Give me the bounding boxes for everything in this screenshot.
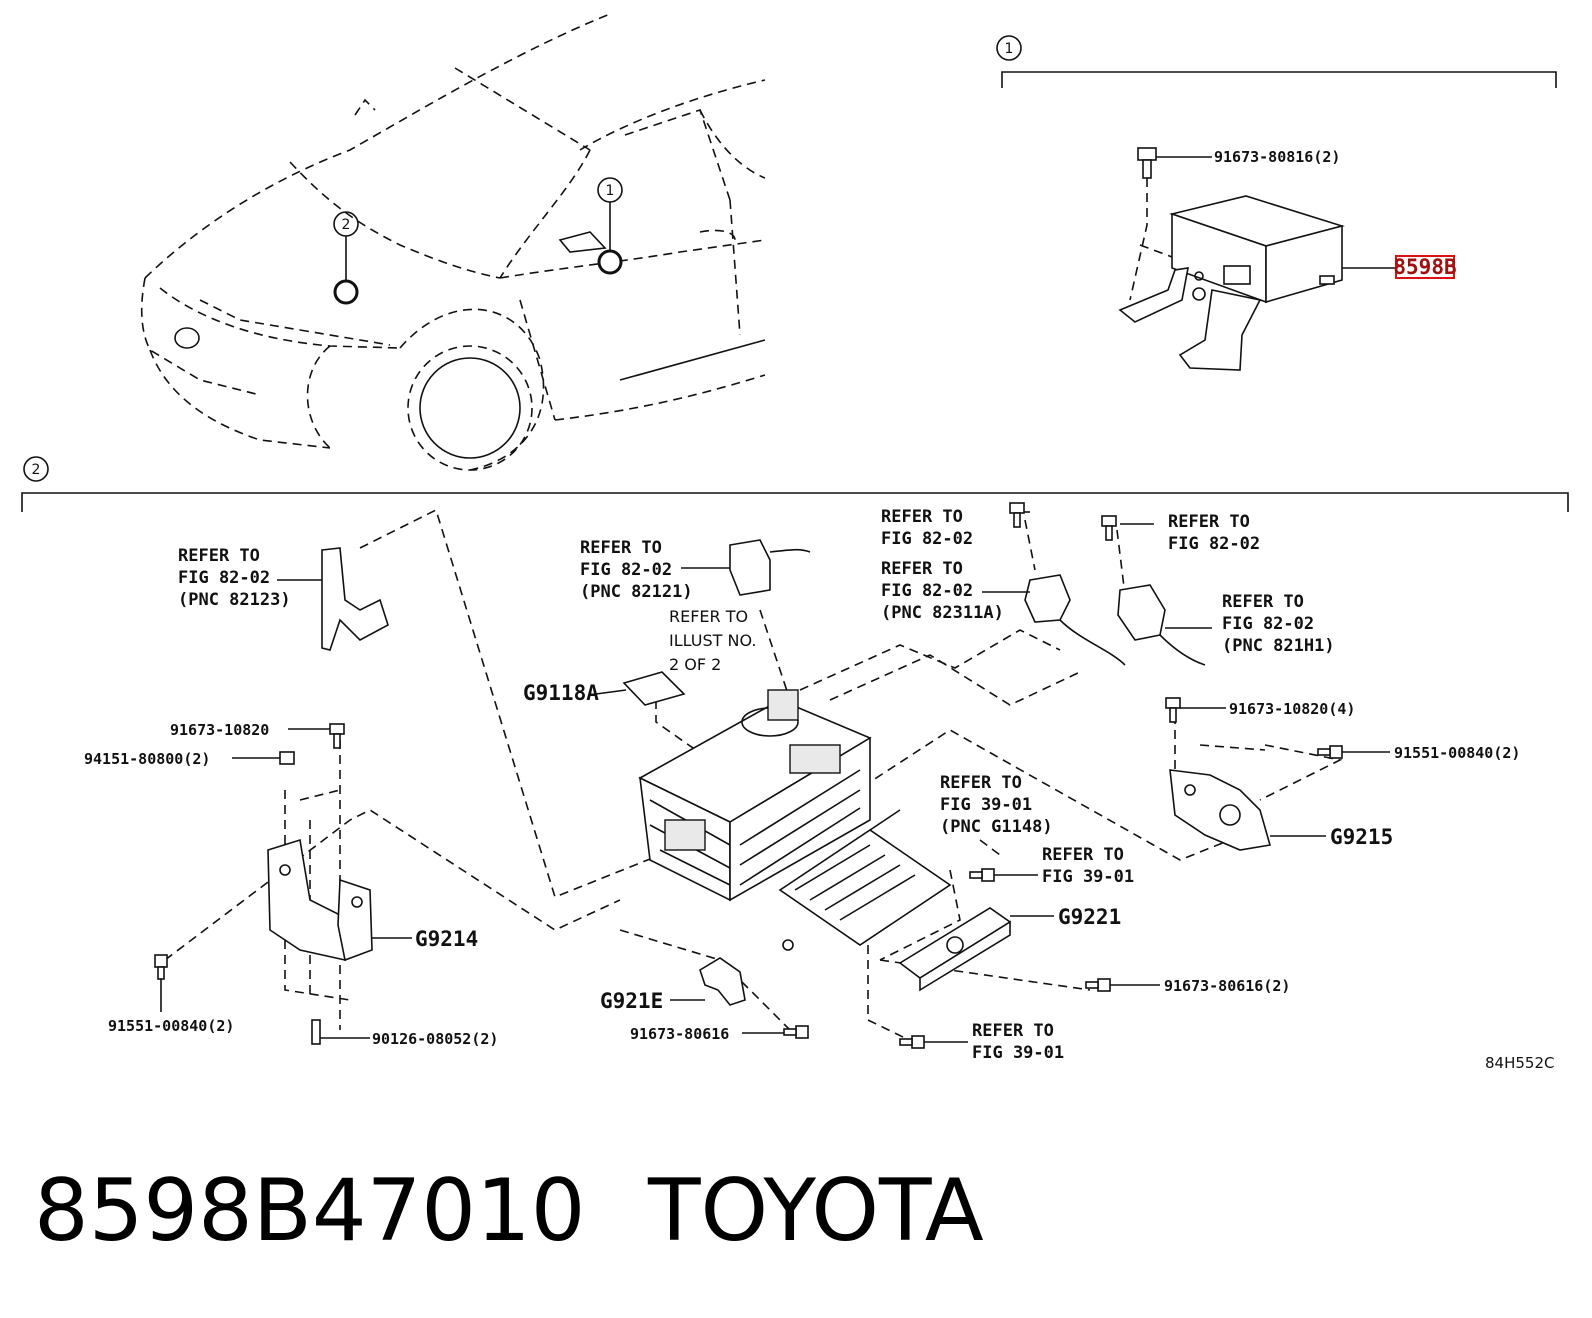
part-labels: REFER TO FIG 82-02 (PNC 82123) REFER TO … <box>84 507 1554 1072</box>
refer-82311a-line3: (PNC 82311A) <box>881 603 1004 623</box>
callout-2-car: 2 <box>333 211 359 305</box>
refer-39-b-line1: REFER TO <box>972 1021 1054 1041</box>
bolt-icon <box>329 723 345 749</box>
label-91673-10820-4[interactable]: 91673-10820(4) <box>1229 700 1355 718</box>
bolt-icon <box>1009 502 1025 528</box>
section-2-bracket: 2 <box>21 456 1569 512</box>
label-91673-80616-2[interactable]: 91673-80616(2) <box>1164 977 1290 995</box>
vehicle-illustration <box>140 13 766 471</box>
nut-icon <box>279 751 295 765</box>
mounting-plate <box>778 829 952 951</box>
refer-82311a-line2: FIG 82-02 <box>881 581 973 601</box>
refer-39-a-line2: FIG 39-01 <box>1042 867 1134 887</box>
callout-1-car: 1 <box>597 177 623 275</box>
bolt-icon <box>1317 745 1343 759</box>
module-bracket <box>1118 267 1262 371</box>
cover-g9221 <box>898 907 1012 992</box>
label-g9221[interactable]: G9221 <box>1058 905 1121 929</box>
refer-821h1-line1: REFER TO <box>1222 592 1304 612</box>
refer-g1148-line1: REFER TO <box>940 773 1022 793</box>
refer-82123-line3: (PNC 82123) <box>178 590 291 610</box>
label-91673-10820[interactable]: 91673-10820 <box>170 721 269 739</box>
electronic-control-module <box>1169 195 1345 304</box>
inverter-assembly <box>638 689 872 902</box>
drawing-code: 84H552C <box>1485 1054 1554 1072</box>
refer-821h1-line3: (PNC 821H1) <box>1222 636 1335 656</box>
sensor-821h1 <box>1117 584 1206 666</box>
bolt-icon <box>783 1025 809 1039</box>
label-plate <box>622 671 686 706</box>
label-g9214[interactable]: G9214 <box>415 927 478 951</box>
svg-text:1: 1 <box>606 183 615 199</box>
section-1-bracket: 1 <box>996 35 1557 88</box>
highlight-box <box>1395 255 1455 279</box>
refer-top2-line1: REFER TO <box>1168 512 1250 532</box>
refer-top2-line2: FIG 82-02 <box>1168 534 1260 554</box>
bolt-icon <box>1085 978 1111 992</box>
svg-text:2: 2 <box>32 462 41 478</box>
label-90126-08052-2[interactable]: 90126-08052(2) <box>372 1030 498 1048</box>
label-g9215[interactable]: G9215 <box>1330 825 1393 849</box>
refer-82123-line1: REFER TO <box>178 546 260 566</box>
refer-82123-line2: FIG 82-02 <box>178 568 270 588</box>
bolt-icon <box>899 1035 925 1049</box>
caption-brand: TOYOTA <box>647 1161 984 1261</box>
refer-top1-line2: FIG 82-02 <box>881 529 973 549</box>
refer-g1148-line2: FIG 39-01 <box>940 795 1032 815</box>
refer-top1-line1: REFER TO <box>881 507 963 527</box>
refer-82121-line1: REFER TO <box>580 538 662 558</box>
fastener-icons <box>154 502 1343 1049</box>
refer-illust-line2: ILLUST NO. <box>669 631 756 650</box>
refer-illust-line3: 2 OF 2 <box>669 655 721 674</box>
refer-39-a-line1: REFER TO <box>1042 845 1124 865</box>
refer-82121-line2: FIG 82-02 <box>580 560 672 580</box>
svg-text:91673-80816(2): 91673-80816(2) <box>1214 148 1340 166</box>
bolt-icon <box>1137 147 1157 179</box>
refer-82121-line3: (PNC 82121) <box>580 582 693 602</box>
svg-text:2: 2 <box>342 217 351 233</box>
bracket-g9215 <box>1169 769 1272 851</box>
module-part-number[interactable]: 8598B <box>1393 255 1456 279</box>
svg-text:1: 1 <box>1005 41 1014 57</box>
sensor-82311a <box>1024 574 1126 666</box>
sensor-82123 <box>321 547 389 651</box>
label-g921e[interactable]: G921E <box>600 989 663 1013</box>
refer-illust-line1: REFER TO <box>669 607 748 626</box>
label-91551-00840-2-right[interactable]: 91551-00840(2) <box>1394 744 1520 762</box>
label-94151-80800-2[interactable]: 94151-80800(2) <box>84 750 210 768</box>
caption: 8598B47010 TOYOTA <box>34 1161 984 1261</box>
refer-82311a-line1: REFER TO <box>881 559 963 579</box>
caption-part-number: 8598B47010 <box>34 1161 585 1261</box>
sensor-82121 <box>729 539 811 596</box>
leader-lines <box>160 511 1390 1043</box>
bracket-g921e <box>699 957 746 1006</box>
stud-icon <box>311 1019 321 1045</box>
module-assembly: 91673-80816(2) 8598B <box>1118 147 1457 371</box>
label-91673-80616[interactable]: 91673-80616 <box>630 1025 729 1043</box>
bolt-icon <box>969 868 995 882</box>
label-g9118a[interactable]: G9118A <box>523 681 599 705</box>
label-91551-00840-2-left[interactable]: 91551-00840(2) <box>108 1017 234 1035</box>
refer-g1148-line3: (PNC G1148) <box>940 817 1053 837</box>
refer-39-b-line2: FIG 39-01 <box>972 1043 1064 1063</box>
bolt-icon <box>1165 697 1181 723</box>
bolt-icon <box>154 954 168 980</box>
refer-821h1-line2: FIG 82-02 <box>1222 614 1314 634</box>
bracket-g9214 <box>267 838 373 962</box>
bolt-icon <box>1101 515 1117 541</box>
